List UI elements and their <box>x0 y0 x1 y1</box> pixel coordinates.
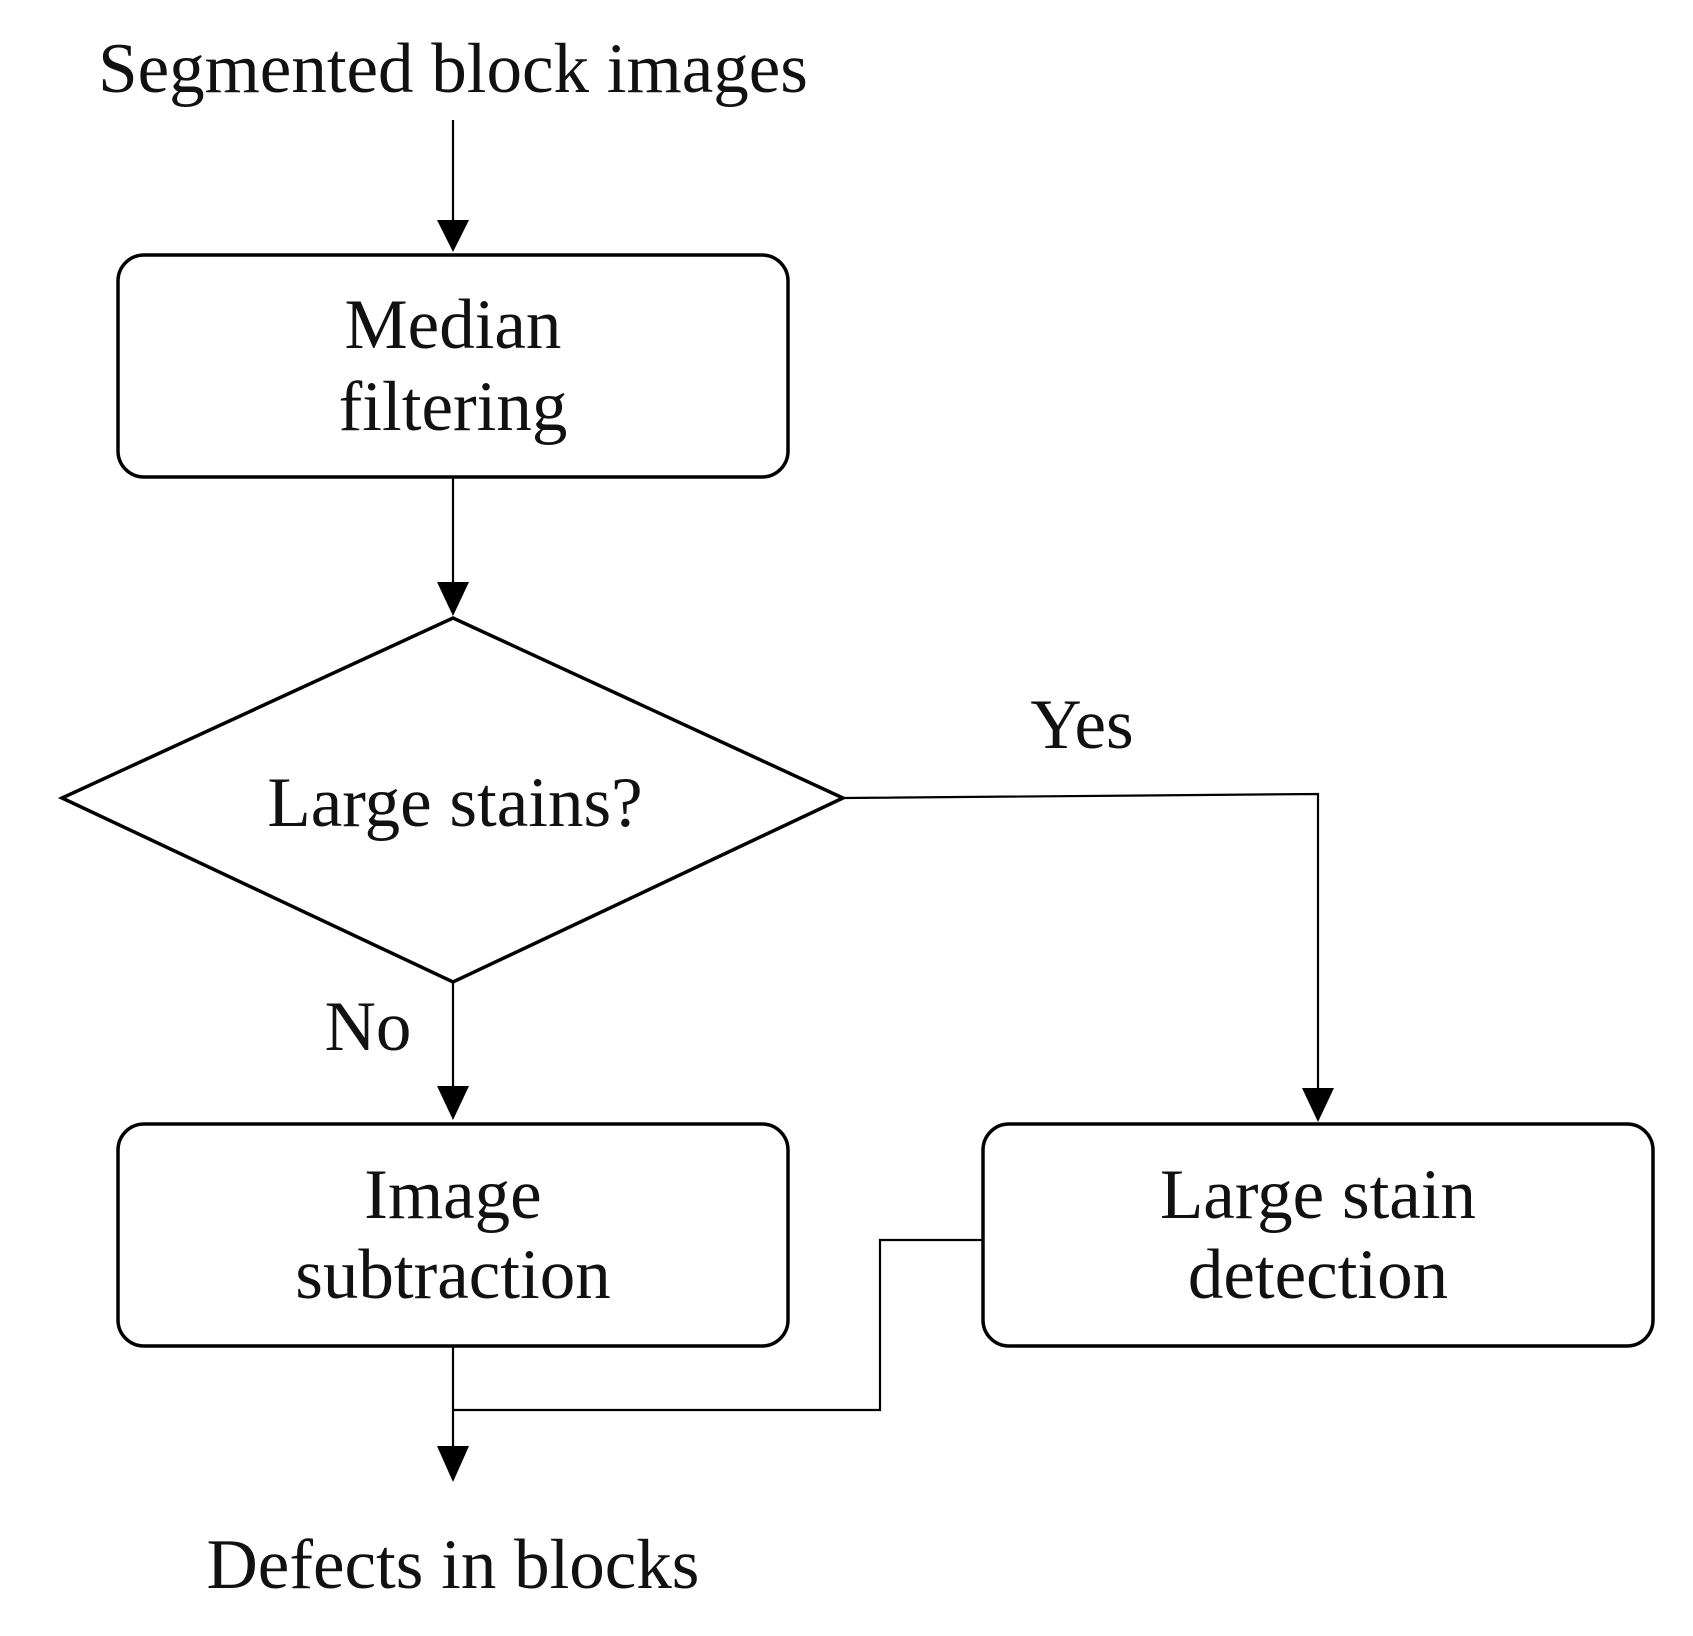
detection-to-merge-connector <box>453 1238 983 1412</box>
median-filtering-box <box>116 253 790 479</box>
image-subtraction-label-line1: Image <box>364 1156 541 1234</box>
input-label: Segmented block images <box>98 30 808 108</box>
large-stain-detection-box <box>981 1122 1655 1348</box>
image-subtraction-box <box>116 1122 790 1348</box>
arrowhead-no-to-subtraction <box>437 1086 469 1120</box>
no-label: No <box>325 988 412 1066</box>
arrowhead-to-output <box>437 1446 469 1482</box>
median-filtering-label-line1: Median <box>345 286 562 364</box>
yes-branch-connector <box>842 792 1320 1090</box>
median-filtering-label-line2: filtering <box>339 368 568 446</box>
image-subtraction-label-line2: subtraction <box>295 1236 610 1314</box>
large-stain-detection-label-line2: detection <box>1188 1236 1448 1314</box>
large-stain-detection-label-line1: Large stain <box>1160 1156 1476 1234</box>
decision-label: Large stains? <box>267 764 642 842</box>
arrowhead-yes-to-detection <box>1302 1088 1334 1122</box>
arrowhead-median-to-decision <box>437 582 469 616</box>
arrowhead-input-to-median <box>437 220 469 252</box>
yes-label: Yes <box>1030 686 1133 764</box>
output-label: Defects in blocks <box>207 1526 700 1604</box>
